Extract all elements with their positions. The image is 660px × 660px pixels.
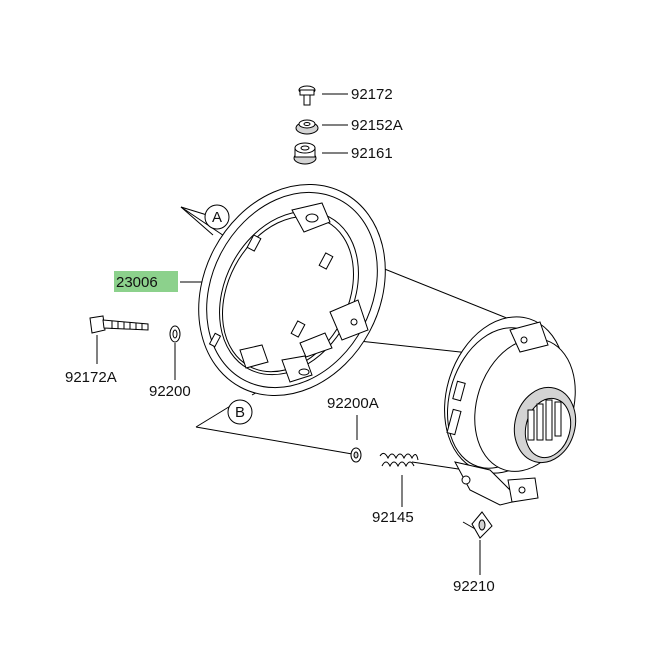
part-number-92200: 92200 <box>149 383 191 400</box>
callout-b-letter: B <box>235 404 245 421</box>
part-number-92152A: 92152A <box>351 117 403 134</box>
grommet-92161 <box>293 142 317 165</box>
callout-b: B <box>227 399 253 425</box>
part-number-92145: 92145 <box>372 509 414 526</box>
headlight-unit <box>444 316 577 506</box>
part-number-92210: 92210 <box>453 578 495 595</box>
part-number-92161: 92161 <box>351 145 393 162</box>
callout-a-letter: A <box>212 209 222 226</box>
part-number-highlight <box>114 271 178 292</box>
part-number-23006: 23006 <box>116 274 158 291</box>
part-number-92200A: 92200A <box>327 395 379 412</box>
screw-92172 <box>298 85 316 106</box>
spring-92145 <box>379 452 419 468</box>
part-number-92172: 92172 <box>351 86 393 103</box>
washer-92200A <box>350 447 362 463</box>
part-number-92172A: 92172A <box>65 369 117 386</box>
nut-92210 <box>471 511 493 539</box>
collar-92152A <box>295 119 319 135</box>
headlight-rim-23006 <box>198 183 386 397</box>
callout-a: A <box>204 204 230 230</box>
washer-92200 <box>169 325 181 343</box>
bolt-92172A <box>89 315 149 334</box>
